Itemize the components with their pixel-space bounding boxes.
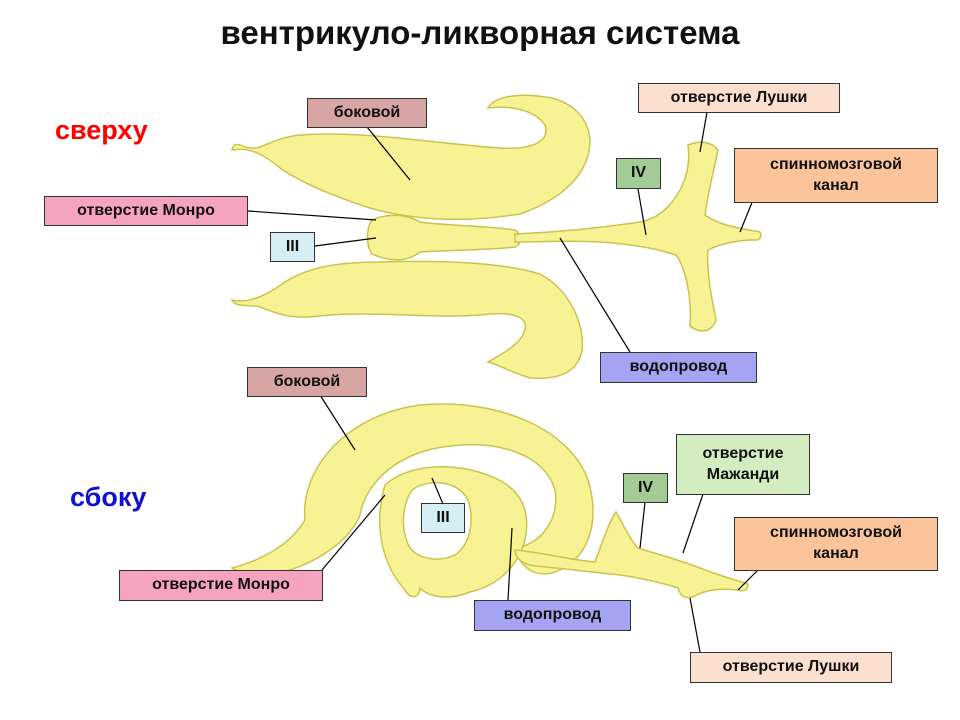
top-lateral-label: боковой bbox=[307, 98, 427, 128]
pointer-side-lateral bbox=[319, 394, 356, 451]
side-fourth-ventricle bbox=[514, 510, 749, 599]
side-spinal-line2: канал bbox=[813, 545, 859, 562]
top-monro-label: отверстие Монро bbox=[44, 196, 248, 226]
pointer-side-luschka bbox=[689, 597, 701, 653]
pointer-top-lateral bbox=[366, 126, 411, 181]
side-lateral-label: боковой bbox=[247, 367, 367, 397]
top-spinal-label: спинномозговой канал bbox=[734, 148, 938, 203]
top-view-label: сверху bbox=[55, 115, 148, 145]
side-spinal-label: спинномозговой канал bbox=[734, 517, 938, 571]
pointer-side-aqueduct bbox=[507, 527, 513, 601]
side-magendie-line1: отверстие bbox=[702, 444, 784, 462]
side-fourth-label: IV bbox=[623, 473, 668, 503]
top-third-ventricle bbox=[366, 214, 521, 261]
side-magendie-label: отверстие Мажанди bbox=[676, 434, 810, 495]
side-view-pointers bbox=[319, 394, 759, 653]
pointer-top-spinal bbox=[739, 199, 754, 233]
pointer-side-monro bbox=[321, 494, 386, 571]
pointer-side-third bbox=[431, 477, 444, 505]
pointer-top-aqueduct bbox=[559, 237, 631, 353]
pointer-top-monro bbox=[247, 210, 377, 221]
pointer-top-fourth bbox=[637, 188, 647, 236]
top-lateral-ventricle-upper bbox=[231, 94, 591, 221]
top-aqueduct-label: водопровод bbox=[600, 352, 757, 383]
side-monro-label: отверстие Монро bbox=[119, 570, 323, 601]
top-view-illustration bbox=[230, 94, 762, 380]
pointer-side-magendie bbox=[682, 493, 704, 554]
top-third-label: III bbox=[270, 232, 315, 262]
top-luschka-label: отверстие Лушки bbox=[638, 83, 840, 113]
side-spinal-line1: спинномозговой bbox=[770, 524, 902, 542]
side-third-ventricle bbox=[379, 466, 528, 598]
top-fourth-ventricle bbox=[514, 141, 762, 332]
pointer-top-third bbox=[314, 237, 377, 247]
pointer-side-spinal bbox=[737, 569, 759, 591]
top-lateral-ventricle-lower bbox=[230, 260, 584, 380]
side-third-label: III bbox=[421, 503, 465, 533]
side-view-label: сбоку bbox=[70, 482, 147, 512]
pointer-top-luschka bbox=[699, 111, 708, 153]
top-spinal-line2: канал bbox=[813, 176, 859, 194]
side-luschka-label: отверстие Лушки bbox=[690, 652, 892, 683]
top-fourth-label: IV bbox=[616, 158, 661, 189]
pointer-side-fourth bbox=[639, 501, 646, 549]
top-view-pointers bbox=[247, 111, 754, 353]
side-magendie-line2: Мажанди bbox=[706, 465, 780, 483]
side-aqueduct-label: водопровод bbox=[474, 600, 631, 631]
side-view-illustration bbox=[230, 403, 749, 599]
page-title: вентрикуло-ликворная система bbox=[220, 14, 740, 51]
top-spinal-line1: спинномозговой bbox=[770, 155, 902, 173]
